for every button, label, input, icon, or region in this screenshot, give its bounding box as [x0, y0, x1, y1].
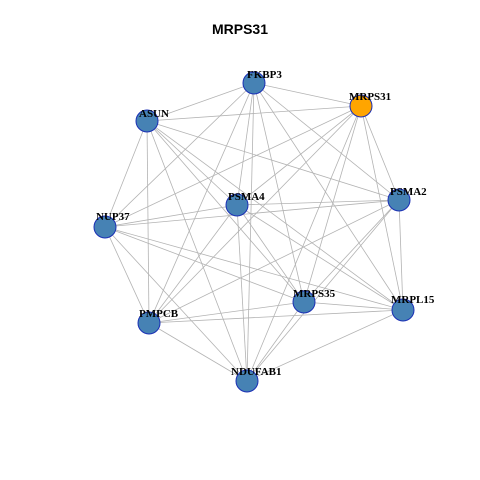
- edge-fkbp3-asun: [146, 82, 255, 122]
- edge-psma2-ndufab1: [246, 199, 400, 382]
- edge-mrpl15-ndufab1: [246, 309, 404, 382]
- edge-nup37-mrpl15: [104, 226, 404, 311]
- edge-fkbp3-pmpcb: [148, 82, 255, 324]
- edge-psma4-nup37: [104, 204, 238, 228]
- edge-pmpcb-ndufab1: [148, 322, 248, 382]
- node-psma4: [225, 193, 249, 217]
- edge-asun-nup37: [104, 120, 148, 228]
- edge-psma2-nup37: [104, 199, 400, 228]
- edge-psma4-mrpl15: [236, 204, 404, 311]
- edge-fkbp3-mrps31: [253, 82, 362, 107]
- edge-nup37-ndufab1: [104, 226, 248, 382]
- node-label-psma2: PSMA2: [390, 186, 427, 198]
- edge-asun-mrpl15: [146, 120, 404, 311]
- node-label-nup37: NUP37: [96, 211, 130, 223]
- edge-nup37-mrps35: [104, 226, 305, 303]
- edge-nup37-pmpcb: [104, 226, 150, 324]
- edge-asun-mrps35: [146, 120, 305, 303]
- node-mrps35: [292, 290, 316, 314]
- edge-mrps31-psma2: [360, 105, 400, 201]
- node-mrps31: [349, 94, 373, 118]
- edge-psma4-psma2: [236, 199, 400, 206]
- edge-mrps31-pmpcb: [148, 105, 362, 324]
- node-nup37: [93, 215, 117, 239]
- edge-mrps31-psma4: [236, 105, 362, 206]
- node-label-pmpcb: PMPCB: [139, 308, 179, 320]
- edge-asun-psma4: [146, 120, 238, 206]
- node-asun: [135, 109, 159, 133]
- edge-layer: [104, 82, 404, 382]
- edge-mrps35-mrpl15: [303, 301, 404, 311]
- node-mrpl15: [391, 298, 415, 322]
- node-psma2: [387, 188, 411, 212]
- edge-asun-psma2: [146, 120, 400, 201]
- chart-title: MRPS31: [211, 21, 269, 37]
- edge-psma4-ndufab1: [236, 204, 248, 382]
- edge-psma2-mrpl15: [398, 199, 404, 311]
- node-label-mrps35: MRPS35: [293, 288, 336, 300]
- edge-fkbp3-nup37: [104, 82, 255, 228]
- edge-psma4-mrps35: [236, 204, 305, 303]
- node-label-ndufab1: NDUFAB1: [231, 366, 282, 378]
- edge-psma4-pmpcb: [148, 204, 238, 324]
- node-label-mrps31: MRPS31: [349, 91, 391, 103]
- edge-fkbp3-mrpl15: [253, 82, 404, 311]
- edge-fkbp3-psma4: [236, 82, 255, 206]
- node-ndufab1: [235, 369, 259, 393]
- node-layer: [93, 71, 415, 393]
- edge-mrps31-asun: [146, 105, 362, 122]
- edge-mrps31-mrps35: [303, 105, 362, 303]
- edge-fkbp3-mrps35: [253, 82, 305, 303]
- edge-psma2-mrps35: [303, 199, 400, 303]
- node-label-fkbp3: FKBP3: [247, 69, 282, 81]
- node-label-asun: ASUN: [139, 108, 169, 120]
- edge-mrps31-ndufab1: [246, 105, 362, 382]
- edge-mrps35-pmpcb: [148, 301, 305, 324]
- node-label-psma4: PSMA4: [228, 191, 265, 203]
- node-label-mrpl15: MRPL15: [391, 294, 435, 306]
- edge-asun-pmpcb: [146, 120, 150, 324]
- edge-mrpl15-pmpcb: [148, 309, 404, 324]
- edge-psma2-pmpcb: [148, 199, 400, 324]
- edge-asun-ndufab1: [146, 120, 248, 382]
- edge-fkbp3-ndufab1: [246, 82, 255, 382]
- node-pmpcb: [137, 311, 161, 335]
- node-fkbp3: [242, 71, 266, 95]
